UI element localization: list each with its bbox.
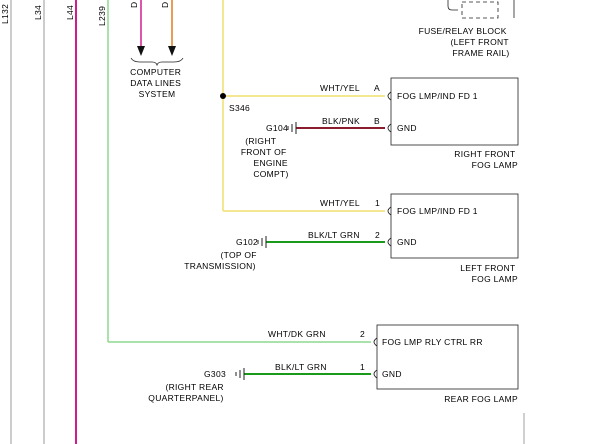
wire-label-l44: L44 [65,5,75,20]
rear-fog-ground-location: (RIGHT REAR QUARTERPANEL) [148,382,226,403]
right-fog-pin-b: B [374,116,380,126]
splice-dot [220,93,226,99]
right-fog-lamp-box [390,77,519,146]
rear-fog-pin-2: 2 [360,329,365,339]
wire-label-l132: L132 [0,4,10,24]
wire-label-l239: L239 [97,6,107,26]
ground-icon [235,368,245,380]
left-fog-ground: G102 [236,237,258,247]
right-fog-lamp-name: RIGHT FRONT FOG LAMP [454,149,518,170]
arrow-down-icon [168,46,176,56]
connector-icon [373,369,378,379]
left-fog-lamp-box [390,193,519,259]
connector-icon [387,237,392,247]
left-fog-lamp-name: LEFT FRONT FOG LAMP [460,263,518,284]
rear-fog-pin-2-label: FOG LMP RLY CTRL RR [382,337,483,347]
left-fog-pin-2-wire: BLK/LT GRN [308,230,360,240]
left-fog-pin-2: 2 [375,230,380,240]
right-fog-pin-b-label: GND [397,123,417,133]
left-fog-pin-1-label: FOG LMP/IND FD 1 [397,206,478,216]
computer-label: COMPUTER DATA LINES SYSTEM [130,67,184,99]
right-fog-pin-a: A [374,83,380,93]
rear-fog-pin-1: 1 [360,362,365,372]
splice-label: S346 [229,103,250,113]
connector-icon [373,337,378,347]
left-fog-pin-2-label: GND [397,237,417,247]
rear-fog-lamp-name: REAR FOG LAMP [444,394,518,404]
right-fog-ground-location: (RIGHT FRONT OF ENGINE COMPT) [241,136,291,179]
left-fog-pin-1-wire: WHT/YEL [320,198,360,208]
right-fog-pin-a-wire: WHT/YEL [320,83,360,93]
right-fog-pin-b-wire: BLK/PNK [322,116,360,126]
left-fog-ground-location: (TOP OF TRANSMISSION) [184,250,259,271]
ground-icon [257,236,267,248]
rear-fog-pin-1-label: GND [382,369,402,379]
fuse-block-box [447,0,458,11]
right-fog-ground: G104 [266,123,288,133]
right-fog-pin-a-label: FOG LMP/IND FD 1 [397,91,478,101]
rear-fog-pin-2-wire: WHT/DK GRN [268,329,326,339]
rear-fog-pin-1-wire: BLK/LT GRN [275,362,327,372]
connector-icon [387,91,392,101]
left-fog-pin-1: 1 [375,198,380,208]
rear-fog-ground: G303 [204,369,226,379]
bracket-icon [130,57,184,67]
rear-fog-lamp-box [376,324,519,390]
data-line-mark-1: D [129,2,139,8]
wire-label-l34: L34 [33,5,43,20]
arrow-down-icon [137,46,145,56]
data-line-mark-2: D [160,2,170,8]
fuse-block-fuse [461,1,499,19]
connector-icon [387,123,392,133]
connector-icon [387,206,392,216]
fuse-block-label: FUSE/RELAY BLOCK (LEFT FRONT FRAME RAIL) [419,26,512,58]
ground-icon [287,122,297,134]
